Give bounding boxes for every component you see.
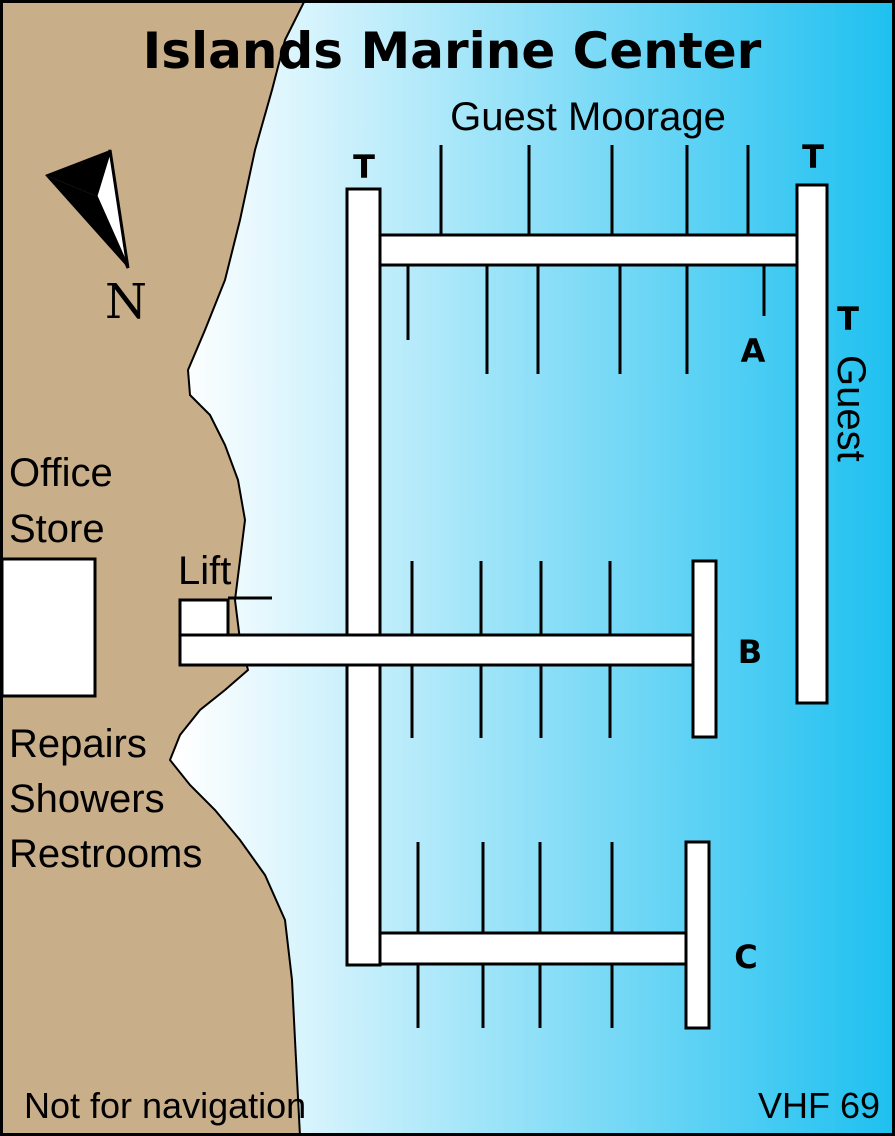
showers-label: Showers xyxy=(9,777,165,821)
restrooms-label: Restrooms xyxy=(9,832,202,876)
store-label: Store xyxy=(9,507,105,551)
dock-b-label: B xyxy=(738,633,762,671)
dock-a-pier xyxy=(378,233,799,267)
t-head-left-label: T xyxy=(353,148,375,186)
dock-a-lower-slips xyxy=(406,264,766,374)
navigation-disclaimer: Not for navigation xyxy=(24,1085,306,1126)
guest-dock-label: Guest xyxy=(829,355,873,462)
guest-dock-pier xyxy=(795,183,829,705)
office-store-building xyxy=(0,557,97,698)
office-label: Office xyxy=(9,451,113,495)
dock-c-pier xyxy=(378,931,688,966)
shoreline-land xyxy=(0,0,307,1136)
dock-a-upper-slips xyxy=(439,145,750,236)
guest-moorage-label: Guest Moorage xyxy=(450,95,726,139)
dock-c-slips xyxy=(416,842,614,1028)
dock-c-label: C xyxy=(734,938,757,976)
dock-a-label: A xyxy=(741,332,766,370)
dock-c-t-head xyxy=(684,840,711,1030)
main-vertical-pier xyxy=(345,187,382,967)
map-title: Islands Marine Center xyxy=(143,22,762,80)
dock-b-slips xyxy=(410,561,612,738)
lift-structure xyxy=(178,598,230,637)
north-label: N xyxy=(105,274,147,330)
repairs-label: Repairs xyxy=(9,722,147,766)
t-head-right-label: T xyxy=(802,138,824,176)
dock-b-t-head xyxy=(691,559,718,739)
t-head-east-label: T xyxy=(837,300,859,338)
lift-label: Lift xyxy=(178,549,231,593)
vhf-channel-label: VHF 69 xyxy=(758,1085,880,1126)
dock-b-pier xyxy=(178,633,695,667)
north-arrow-icon xyxy=(45,149,130,269)
